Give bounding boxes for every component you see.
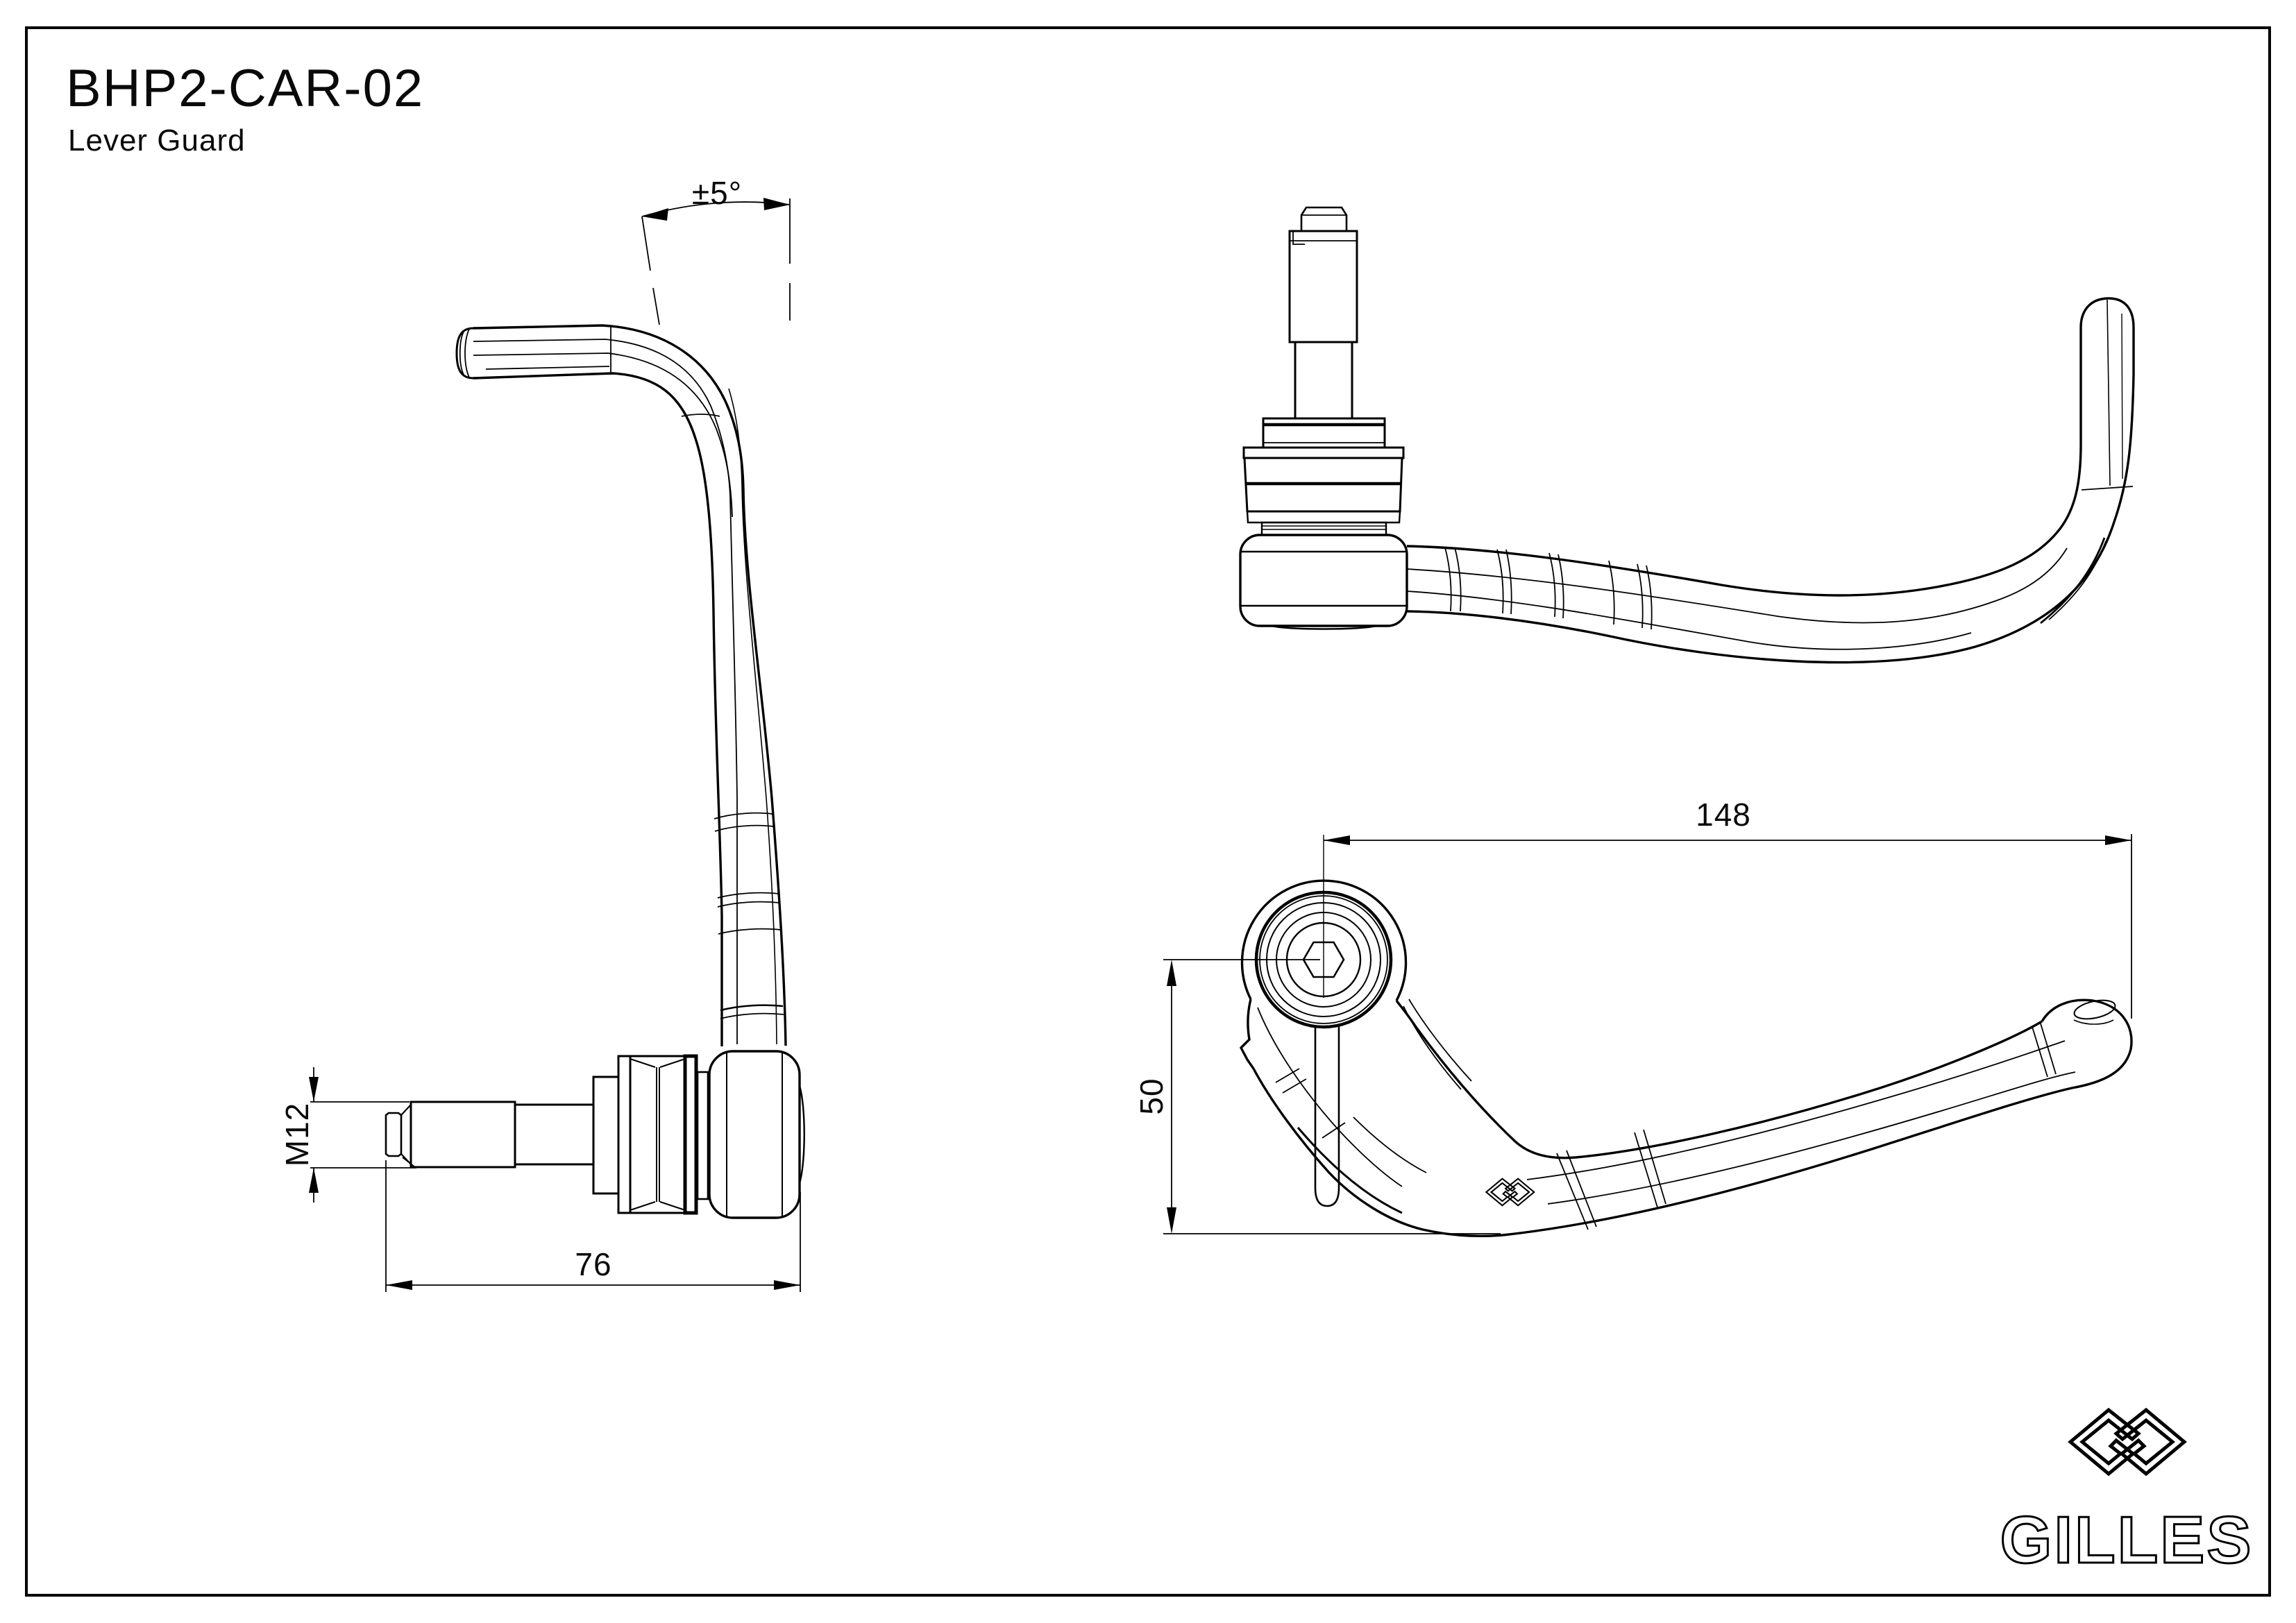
angle-tolerance-label: ±5° — [691, 175, 743, 211]
top-view-drawing — [1239, 206, 2135, 664]
bar-end-weight — [708, 1050, 805, 1219]
mount-stack — [1239, 206, 1408, 630]
height-label: 50 — [1133, 1078, 1170, 1115]
side-view-drawing — [385, 324, 805, 1219]
dim-thread-size — [309, 1067, 416, 1203]
thread-size-label: M12 — [279, 1102, 315, 1167]
engraved-gg-monogram-icon — [1485, 1178, 1535, 1207]
guard-body-front — [1239, 999, 2133, 1237]
pivot-boss — [1240, 835, 1408, 1029]
guard-tube — [455, 324, 787, 1046]
part-name: Lever Guard — [68, 124, 246, 158]
guard-blade — [1406, 297, 2135, 664]
dim-angle-tolerance — [641, 198, 791, 325]
drawing-frame — [25, 26, 2271, 1597]
bar-end-bolt — [385, 1101, 595, 1169]
overall-length-label: 148 — [1696, 797, 1751, 833]
gilles-wordmark: GILLES — [2000, 1503, 2254, 1577]
clamp-rings — [592, 1054, 709, 1215]
dim-adapter-length — [385, 1160, 801, 1292]
dim-height — [1163, 959, 1501, 1234]
adapter-length-label: 76 — [575, 1246, 612, 1282]
front-view-drawing — [1239, 835, 2133, 1237]
gilles-logo: GILLES — [1999, 1410, 2254, 1579]
gilles-monogram-icon — [2070, 1410, 2184, 1474]
part-number: BHP2-CAR-02 — [66, 59, 425, 118]
guard-tip — [2073, 999, 2116, 1020]
dim-overall-length — [1324, 834, 2132, 1019]
